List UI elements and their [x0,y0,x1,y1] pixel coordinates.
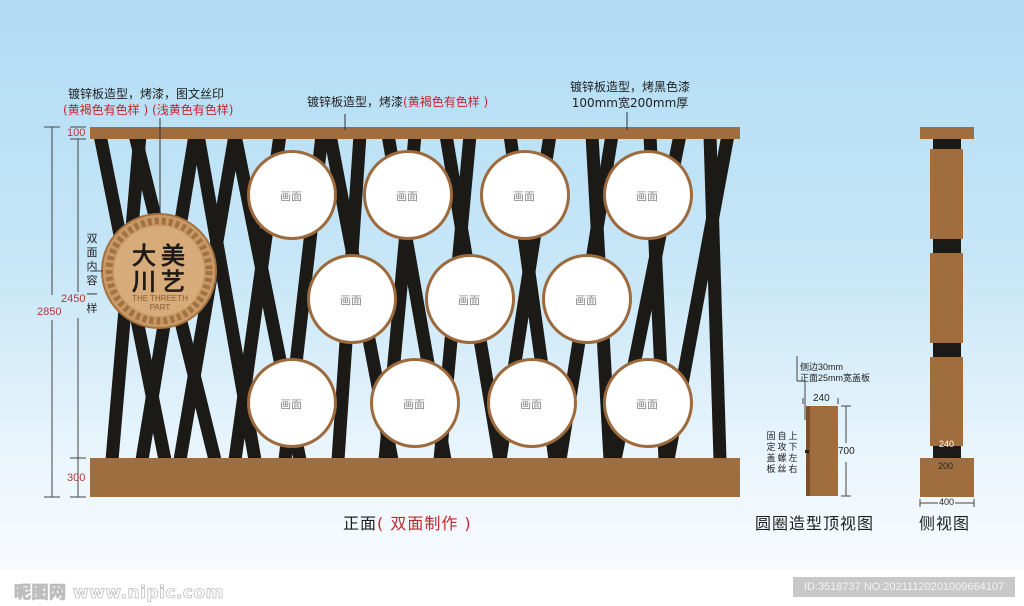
picture-circle [480,150,570,240]
picture-circle [425,254,515,344]
rail-spec-color: (黄褐色有色样 ) [403,95,489,109]
bottom-base [90,458,740,497]
picture-label: 画面 [458,294,480,307]
logo-english-1: THE THREETH [132,294,188,303]
caption-front-sub: ( 双面制作 ) [377,514,472,533]
picture-circle [542,254,632,344]
top-view-width: 240 [813,393,830,404]
picture-label: 画面 [513,190,535,203]
picture-label: 画面 [280,398,302,411]
logo-char: 大 [132,242,156,270]
logo-spec-line2: (黄褐色有色样 ) (浅黄色有色样) [63,103,233,118]
picture-label: 画面 [396,190,418,203]
picture-circle [363,150,453,240]
picture-label: 画面 [280,190,302,203]
logo-spec-line1: 镀锌板造型，烤漆，图文丝印 [68,87,225,101]
rail-spec: 镀锌板造型，烤漆(黄褐色有色样 ) [307,95,488,110]
picture-label: 画面 [575,294,597,307]
picture-circle [247,150,337,240]
picture-label: 画面 [520,398,542,411]
logo-char: 川 [132,268,156,296]
picture-label: 画面 [636,190,658,203]
side-view-column [919,127,975,507]
picture-circle [487,358,577,448]
top-view-note-1: 侧边30mm [800,362,844,372]
logo-spec-color-b: (浅黄色有色样) [152,103,234,117]
logo-char: 艺 [161,268,185,296]
image-id-bar: ID:3518737 NO:20211120201009664107 [793,577,1015,597]
caption-side-view: 侧视图 [919,514,971,533]
logo-spec-color-a: (黄褐色有色样 ) [63,103,149,117]
picture-circle [247,358,337,448]
post-spec-line1: 镀锌板造型，烤黑色漆 [569,80,690,94]
post-spec-line2: 100mm宽200mm厚 [571,96,689,110]
rail-spec-prefix: 镀锌板造型，烤漆 [307,95,404,109]
top-rail [90,127,740,139]
top-view-note-2: 正面25mm宽盖板 [800,373,871,383]
watermark: 昵图网 www.nipic.com [14,583,224,604]
side-view-base-width: 400 [938,497,956,507]
picture-circle [603,358,693,448]
picture-label: 画面 [403,398,425,411]
caption-top-view: 圆圈造型顶视图 [755,514,875,533]
picture-circle [307,254,397,344]
top-view-height: 700 [838,446,855,457]
picture-circle [603,150,693,240]
dim-top-rail: 100 [67,127,86,139]
logo-char: 美 [161,242,185,270]
logo-english-2: PART [149,303,171,312]
top-view-piece [796,356,851,497]
picture-label: 画面 [340,294,362,307]
caption-front: 正面( 双面制作 ) [343,514,472,533]
caption-front-main: 正面 [343,514,378,533]
picture-label: 画面 [636,398,658,411]
dim-middle: 2450 [61,293,86,305]
side-view-post-width: 200 [938,461,954,471]
dim-total: 2850 [37,306,62,318]
side-view-inner-width: 240 [939,439,955,449]
picture-circle [370,358,460,448]
logo-medallion [101,213,217,329]
dim-bottom: 300 [67,472,86,484]
